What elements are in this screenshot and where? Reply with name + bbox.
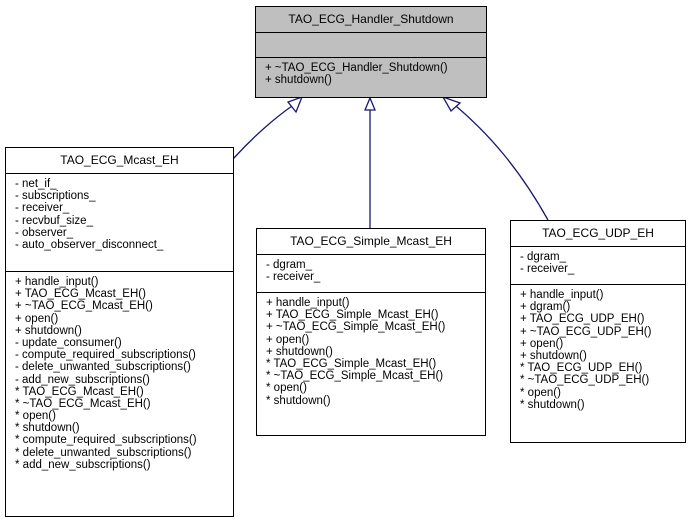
- attribute-entry: - subscriptions_: [15, 190, 96, 203]
- method-entry: + TAO_ECG_UDP_EH(): [520, 313, 645, 326]
- method-entry: + shutdown(): [265, 74, 332, 87]
- method-entry: + handle_input(): [15, 276, 99, 288]
- method-entry: * TAO_ECG_Mcast_EH(): [15, 385, 144, 398]
- methods-section: + ~TAO_ECG_Handler_Shutdown()+ shutdown(…: [256, 58, 486, 86]
- method-entry: + ~TAO_ECG_Mcast_EH(): [15, 300, 153, 313]
- method-entry: * ~TAO_ECG_Mcast_EH(): [15, 397, 151, 410]
- method-entry: + handle_input(): [520, 289, 604, 301]
- method-entry: + ~TAO_ECG_UDP_EH(): [520, 325, 652, 338]
- method-entry: + ~TAO_ECG_Handler_Shutdown(): [265, 62, 448, 74]
- method-entry: * ~TAO_ECG_Simple_Mcast_EH(): [266, 370, 444, 383]
- class-box-handler-shutdown[interactable]: TAO_ECG_Handler_Shutdown + ~TAO_ECG_Hand…: [255, 6, 487, 98]
- attribute-entry: - dgram_: [520, 251, 567, 263]
- method-entry: - compute_required_subscriptions(): [15, 349, 196, 362]
- class-box-udp-eh[interactable]: TAO_ECG_UDP_EH - dgram_- receiver_ + han…: [510, 220, 686, 443]
- class-name: TAO_ECG_Mcast_EH: [6, 148, 233, 174]
- class-box-mcast-eh[interactable]: TAO_ECG_Mcast_EH - net_if_- subscription…: [5, 147, 234, 517]
- methods-section: + handle_input()+ TAO_ECG_Simple_Mcast_E…: [257, 293, 485, 407]
- attributes-section: [256, 33, 486, 58]
- class-name: TAO_ECG_Handler_Shutdown: [256, 7, 486, 33]
- attributes-section: - dgram_- receiver_: [257, 255, 485, 293]
- attribute-entry: - observer_: [15, 226, 74, 239]
- class-name: TAO_ECG_Simple_Mcast_EH: [257, 229, 485, 255]
- edge-udp-to-base: [455, 105, 549, 221]
- method-entry: * open(): [520, 386, 561, 399]
- method-entry: + shutdown(): [520, 349, 587, 362]
- method-entry: * shutdown(): [15, 422, 80, 435]
- method-entry: * TAO_ECG_UDP_EH(): [520, 362, 643, 375]
- method-entry: + TAO_ECG_Mcast_EH(): [15, 288, 146, 301]
- method-entry: + shutdown(): [15, 324, 82, 337]
- method-entry: - add_new_subscriptions(): [15, 373, 150, 386]
- attribute-entry: - auto_observer_disconnect_: [15, 238, 164, 251]
- method-entry: * open(): [266, 382, 307, 395]
- attribute-entry: - net_if_: [15, 178, 57, 190]
- attributes-section: - dgram_- receiver_: [511, 247, 685, 285]
- method-entry: * compute_required_subscriptions(): [15, 434, 197, 447]
- method-entry: * shutdown(): [520, 398, 585, 411]
- method-entry: + shutdown(): [266, 345, 333, 358]
- attribute-entry: - receiver_: [15, 202, 70, 215]
- method-entry: + open(): [520, 337, 564, 350]
- method-entry: - delete_unwanted_subscriptions(): [15, 361, 191, 374]
- attribute-entry: - receiver_: [520, 263, 575, 276]
- inheritance-arrowhead-udp: [441, 95, 462, 113]
- method-entry: * ~TAO_ECG_UDP_EH(): [520, 374, 650, 387]
- method-entry: * delete_unwanted_subscriptions(): [15, 446, 192, 459]
- method-entry: + open(): [15, 312, 59, 325]
- inheritance-arrowhead-simple: [364, 96, 376, 111]
- method-entry: + handle_input(): [266, 297, 350, 309]
- method-entry: + ~TAO_ECG_Simple_Mcast_EH(): [266, 321, 446, 334]
- method-entry: - update_consumer(): [15, 336, 122, 349]
- method-entry: * open(): [15, 410, 56, 423]
- attribute-entry: - receiver_: [266, 271, 321, 284]
- methods-section: + handle_input()+ TAO_ECG_Mcast_EH()+ ~T…: [6, 272, 233, 471]
- method-entry: + dgram(): [520, 301, 571, 314]
- attribute-entry: - dgram_: [266, 259, 313, 271]
- method-entry: + TAO_ECG_Simple_Mcast_EH(): [266, 309, 439, 322]
- method-entry: * TAO_ECG_Simple_Mcast_EH(): [266, 357, 437, 370]
- method-entry: + open(): [266, 333, 310, 346]
- edge-mcast-to-base: [232, 105, 293, 160]
- class-name: TAO_ECG_UDP_EH: [511, 221, 685, 247]
- attribute-entry: - recvbuf_size_: [15, 214, 93, 227]
- method-entry: * add_new_subscriptions(): [15, 458, 151, 471]
- methods-section: + handle_input()+ dgram()+ TAO_ECG_UDP_E…: [511, 285, 685, 411]
- method-entry: * shutdown(): [266, 394, 331, 407]
- inheritance-arrowhead-mcast: [286, 95, 304, 114]
- attributes-section: - net_if_- subscriptions_- receiver_- re…: [6, 174, 233, 272]
- class-box-simple-mcast-eh[interactable]: TAO_ECG_Simple_Mcast_EH - dgram_- receiv…: [256, 228, 486, 436]
